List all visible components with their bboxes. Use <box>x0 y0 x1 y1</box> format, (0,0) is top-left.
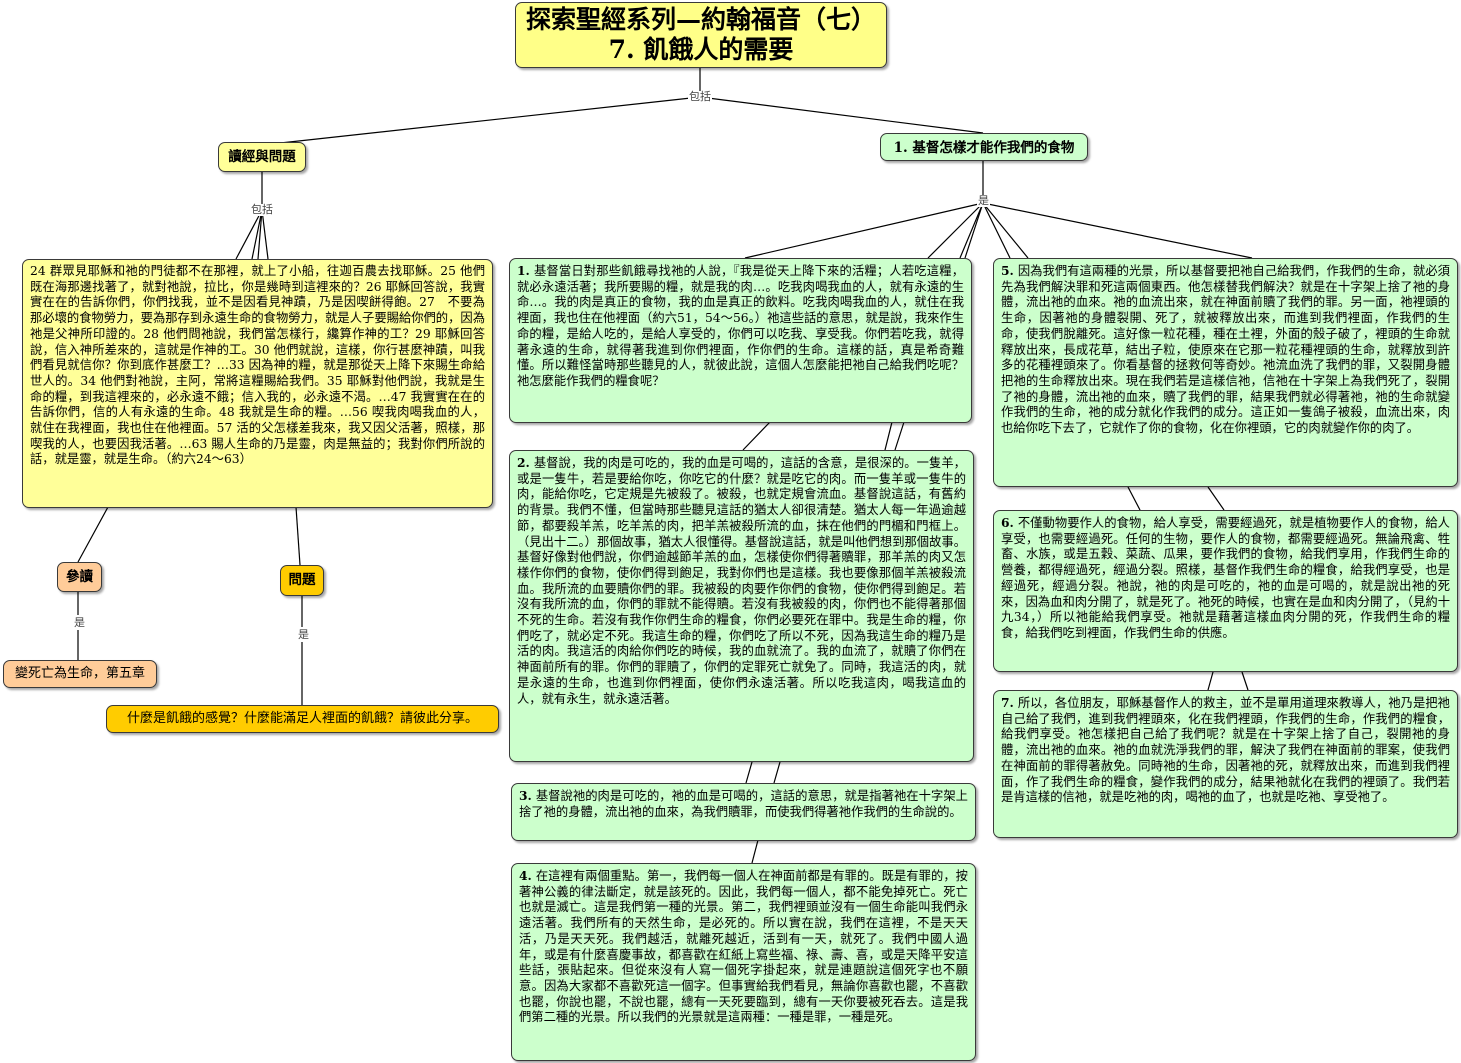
point-7-text: 所以，各位朋友，耶穌基督作人的救主，並不是單用道理來教導人，祂乃是把祂自己給了我… <box>1001 696 1450 805</box>
point-2-node[interactable]: 2. 基督說，我的肉是可吃的，我的血是可喝的，這話的含意，是很深的。一隻羊，或是… <box>509 450 974 762</box>
point-1-number: 1. <box>517 263 530 278</box>
point-3-text: 基督說祂的肉是可吃的，祂的血是可喝的，這話的意思，就是指著祂在十字架上捨了祂的身… <box>519 789 968 819</box>
ref-item-node[interactable]: 變死亡為生命，第五章 <box>3 660 157 688</box>
point-1-text: 基督當日對那些飢餓尋找祂的人說，『我是從天上降下來的活糧；人若吃這糧，就必永遠活… <box>517 264 964 388</box>
point-7-number: 7. <box>1001 695 1014 710</box>
point-5-node[interactable]: 5. 因為我們有這兩種的光景，所以基督要把祂自己給我們，作我們的生命，就必須先為… <box>993 258 1458 487</box>
point-6-node[interactable]: 6. 不僅動物要作人的食物，給人享受，需要經過死，就是植物要作人的食物，給人享受… <box>993 510 1458 672</box>
root-title-node[interactable]: 探索聖經系列—約翰福音（七） 7. 飢餓人的需要 <box>515 2 887 68</box>
reading-connector-label: 包括 <box>250 203 274 216</box>
question-branch-node[interactable]: 問題 <box>280 565 324 596</box>
root-title-line2: 7. 飢餓人的需要 <box>608 35 794 64</box>
main-connector-label: 是 <box>977 194 990 207</box>
ref-branch-node[interactable]: 參讀 <box>57 562 102 592</box>
question-item-node[interactable]: 什麼是飢餓的感覺？什麼能滿足人裡面的飢餓？請彼此分享。 <box>106 705 499 733</box>
point-3-number: 3. <box>519 788 532 803</box>
point-1-node[interactable]: 1. 基督當日對那些飢餓尋找祂的人說，『我是從天上降下來的活糧；人若吃這糧，就必… <box>509 258 972 423</box>
point-7-node[interactable]: 7. 所以，各位朋友，耶穌基督作人的救主，並不是單用道理來教導人，祂乃是把祂自己… <box>993 690 1458 838</box>
root-title-line1: 探索聖經系列—約翰福音（七） <box>525 5 876 34</box>
reading-branch-node[interactable]: 讀經與問題 <box>218 142 306 172</box>
scripture-node[interactable]: 24 群眾見耶穌和祂的門徒都不在那裡，就上了小船，往迦百農去找耶穌。25 他們既… <box>22 259 493 508</box>
root-connector-label: 包括 <box>688 90 712 103</box>
ref-connector-label: 是 <box>73 616 86 629</box>
point-6-number: 6. <box>1001 515 1014 530</box>
point-4-node[interactable]: 4. 在這裡有兩個重點。第一，我們每一個人在神面前都是有罪的。既是有罪的，按著神… <box>511 863 976 1061</box>
point-4-text: 在這裡有兩個重點。第一，我們每一個人在神面前都是有罪的。既是有罪的，按著神公義的… <box>519 869 968 1025</box>
question-connector-label: 是 <box>297 628 310 641</box>
main-branch-node[interactable]: 1. 基督怎樣才能作我們的食物 <box>880 133 1088 161</box>
point-5-text: 因為我們有這兩種的光景，所以基督要把祂自己給我們，作我們的生命，就必須先為我們解… <box>1001 264 1450 436</box>
point-6-text: 不僅動物要作人的食物，給人享受，需要經過死，就是植物要作人的食物，給人享受，也需… <box>1001 516 1450 640</box>
point-2-number: 2. <box>517 455 530 470</box>
point-2-text: 基督說，我的肉是可吃的，我的血是可喝的，這話的含意，是很深的。一隻羊，或是一隻牛… <box>517 456 966 706</box>
point-4-number: 4. <box>519 868 532 883</box>
point-3-node[interactable]: 3. 基督說祂的肉是可吃的，祂的血是可喝的，這話的意思，就是指著祂在十字架上捨了… <box>511 783 976 841</box>
point-5-number: 5. <box>1001 263 1014 278</box>
